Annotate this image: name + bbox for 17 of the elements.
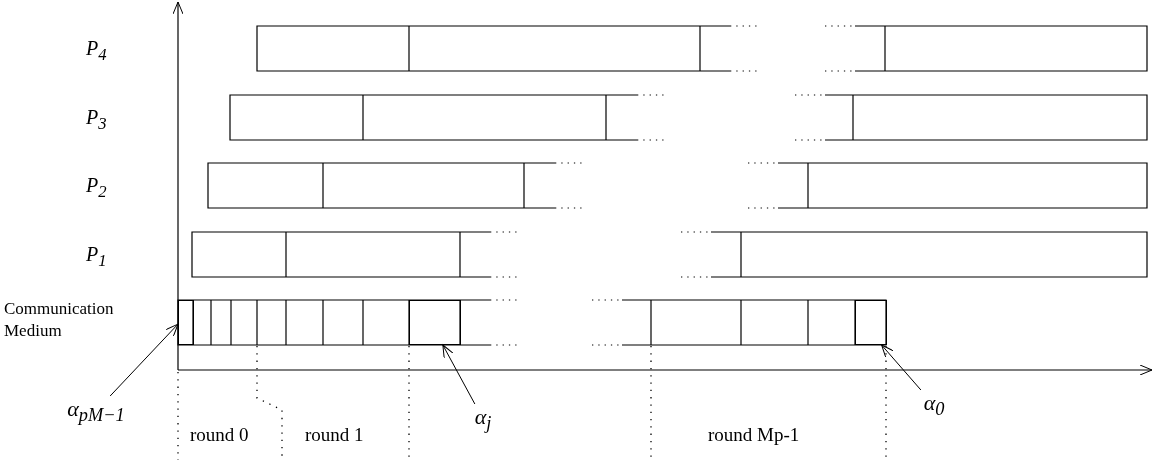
- symbol-label: α$_{pM−1}$: [52, 396, 140, 426]
- round-label: round Mp-1: [708, 423, 800, 447]
- round-label: round 1: [305, 423, 364, 447]
- leader-arrow: [442, 344, 476, 405]
- symbol-label: α$_{0}$: [916, 390, 952, 420]
- row-label: Communication Medium: [4, 298, 115, 343]
- row-label: P$_{4}$: [86, 36, 107, 66]
- medium-slot: [178, 300, 194, 345]
- leader-arrow: [109, 323, 179, 397]
- leader-arrow: [881, 344, 922, 391]
- row-label: P$_{1}$: [86, 242, 107, 272]
- row-label: P$_{2}$: [86, 173, 107, 203]
- medium-slot: [855, 300, 887, 345]
- round-label: round 0: [190, 423, 249, 447]
- medium-slot: [409, 300, 461, 345]
- row-label: P$_{3}$: [86, 105, 107, 135]
- symbol-label: α$_{j}$: [466, 404, 500, 434]
